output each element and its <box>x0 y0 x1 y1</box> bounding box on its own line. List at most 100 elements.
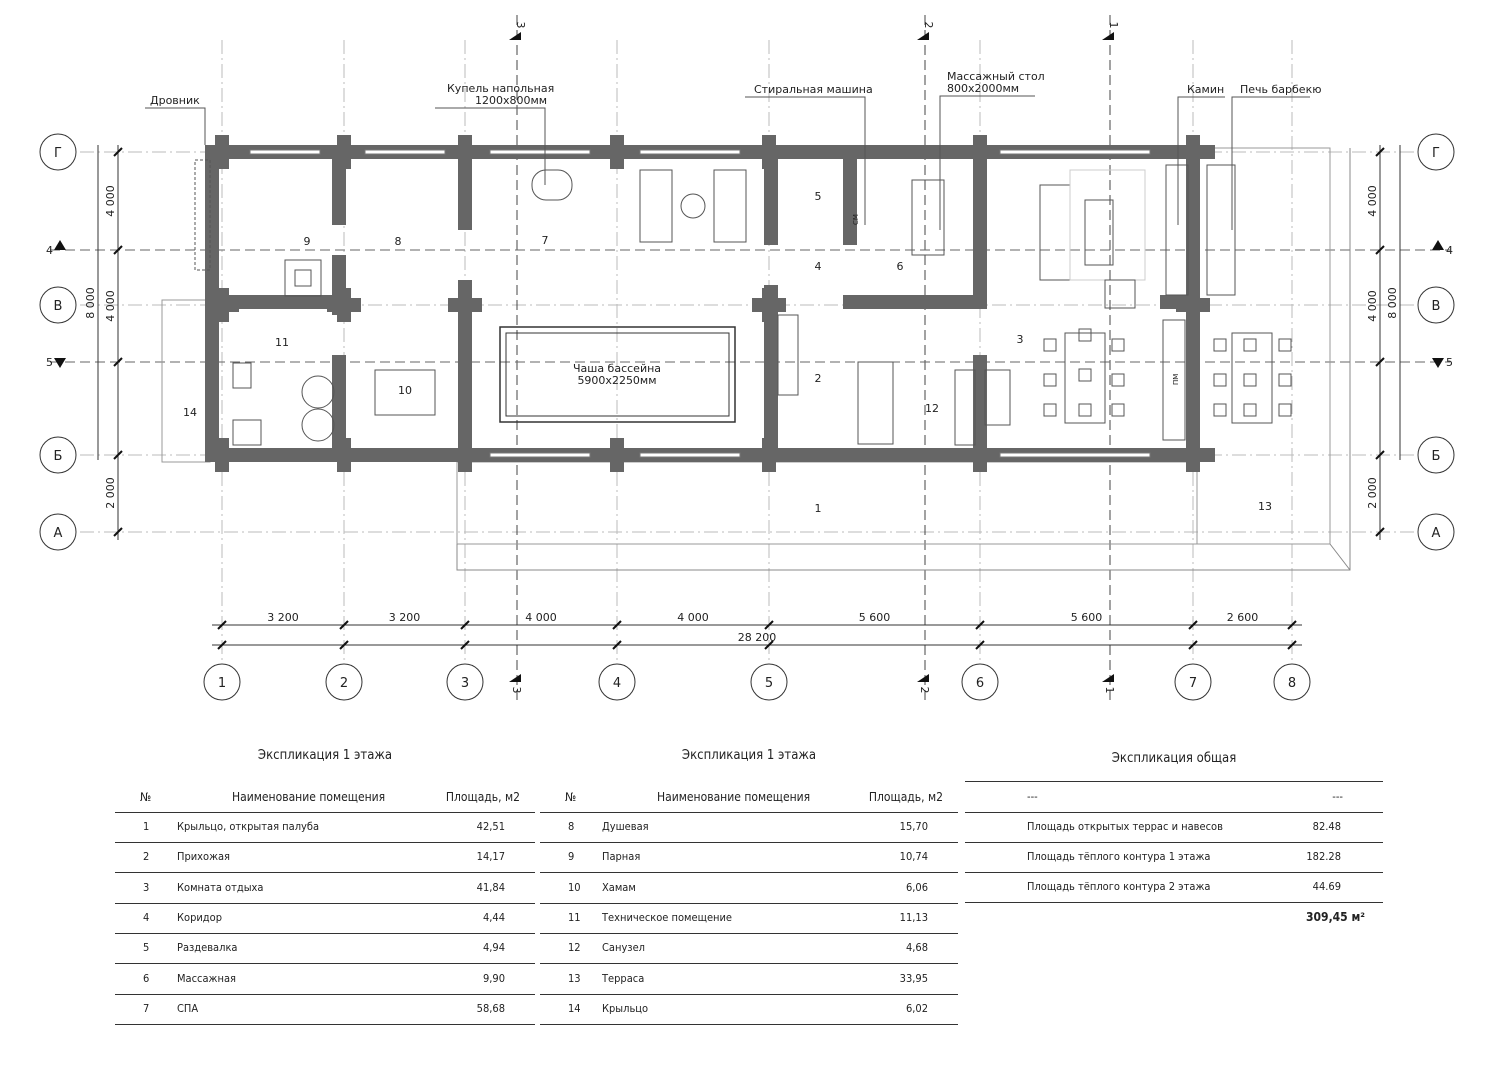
table-cell: 7 <box>143 1001 150 1015</box>
leader-line <box>435 107 546 185</box>
chair <box>1043 403 1057 417</box>
dim-tick <box>339 620 349 630</box>
axis-label: 8 <box>1288 676 1296 691</box>
section-arrow-icon <box>917 32 929 40</box>
wall-cross <box>215 135 229 169</box>
callout-massage-table: Массажный стол <box>947 70 1045 83</box>
room-number: 5 <box>815 190 822 203</box>
furniture-item <box>374 369 436 416</box>
callout-firewood: Дровник <box>150 94 200 107</box>
table-cell: Площадь открытых террас и навесов <box>1027 820 1223 833</box>
section-label: 4 <box>46 244 53 257</box>
dim-tick <box>612 620 622 630</box>
callout-font-tub: Купель напольная <box>447 82 554 95</box>
wall-cross <box>458 438 472 472</box>
furniture-item <box>232 419 262 446</box>
divider <box>965 781 1383 782</box>
window <box>489 452 591 458</box>
chair <box>1078 403 1092 417</box>
section-arrow-icon <box>1102 32 1114 40</box>
window <box>639 452 741 458</box>
window <box>249 149 321 155</box>
chair <box>1213 403 1227 417</box>
axis-bubble <box>1417 513 1455 551</box>
dim-tick <box>113 450 123 460</box>
leader-line <box>145 107 206 145</box>
pool-size: 5900х2250мм <box>577 374 656 387</box>
furniture-item <box>1039 184 1071 281</box>
leader-line <box>939 95 1035 230</box>
table-cell: 6,06 <box>905 880 928 894</box>
chair <box>1213 338 1227 352</box>
wall-cross <box>458 135 472 169</box>
dim-tick <box>1375 450 1385 460</box>
table-cell: Прихожая <box>177 850 230 864</box>
section-arrow-icon <box>509 674 521 682</box>
chair <box>1078 368 1092 382</box>
axis-bubble <box>325 663 363 701</box>
wall <box>205 295 345 309</box>
furniture-item <box>680 193 706 219</box>
room-number: 1 <box>815 502 822 515</box>
wall <box>458 280 472 462</box>
dimension-total: 8 000 <box>1386 287 1399 319</box>
axis-bubble <box>39 513 77 551</box>
dimension-value: 5 600 <box>1071 611 1103 624</box>
axis-bubble <box>39 436 77 474</box>
window <box>999 149 1151 155</box>
wall-cross <box>215 438 229 472</box>
room-number: 4 <box>815 260 822 273</box>
table-cell: № <box>140 790 152 804</box>
dim-tick <box>612 640 622 650</box>
furniture-item <box>1231 332 1273 424</box>
table-cell: Душевая <box>602 820 649 833</box>
wall-cross <box>1186 438 1200 472</box>
window <box>489 149 591 155</box>
dim-tick <box>460 640 470 650</box>
section-label: 1 <box>1107 22 1120 29</box>
table-cell: Площадь тёплого контура 1 этажа <box>1027 850 1211 863</box>
axis-label: А <box>1432 526 1441 541</box>
section-label: 4 <box>1446 244 1453 257</box>
wall <box>843 295 973 309</box>
window <box>364 149 446 155</box>
dimension-total: 8 000 <box>84 287 97 319</box>
room-number: 8 <box>395 235 402 248</box>
dim-tick <box>113 357 123 367</box>
table-cell: 10 <box>568 880 581 894</box>
table-cell: 4,94 <box>482 941 505 955</box>
dimension-value: 4 000 <box>1366 290 1379 322</box>
furniture-item <box>1165 164 1189 296</box>
table-cell: Раздевалка <box>177 941 238 955</box>
wall-cross <box>973 438 987 472</box>
pool-label: Чаша бассейна <box>573 362 661 375</box>
section-arrow-icon <box>54 358 66 368</box>
axis-label: Г <box>1432 146 1440 161</box>
table-cell: Терраса <box>602 971 645 985</box>
table-cell: 4,68 <box>905 941 928 955</box>
dim-tick <box>1188 620 1198 630</box>
table-title: Экспликация 1 этажа <box>257 748 393 763</box>
dimension-value: 2 000 <box>1366 477 1379 509</box>
table-cell: 182.28 <box>1306 850 1341 863</box>
table-cell: 3 <box>143 880 150 894</box>
section-label: 3 <box>510 687 523 694</box>
dimension-value: 4 000 <box>104 185 117 217</box>
dim-tick <box>113 527 123 537</box>
table-cell: 9,90 <box>482 971 505 985</box>
table-cell: 15,70 <box>899 820 928 833</box>
table-cell: 12 <box>568 941 581 955</box>
table-cell: Санузел <box>602 941 645 955</box>
axis-label: А <box>54 526 63 541</box>
axis-label: 3 <box>461 676 469 691</box>
wall <box>973 355 987 462</box>
table-cell: Крыльцо, открытая палуба <box>177 820 320 833</box>
section-arrow-icon <box>54 240 66 250</box>
